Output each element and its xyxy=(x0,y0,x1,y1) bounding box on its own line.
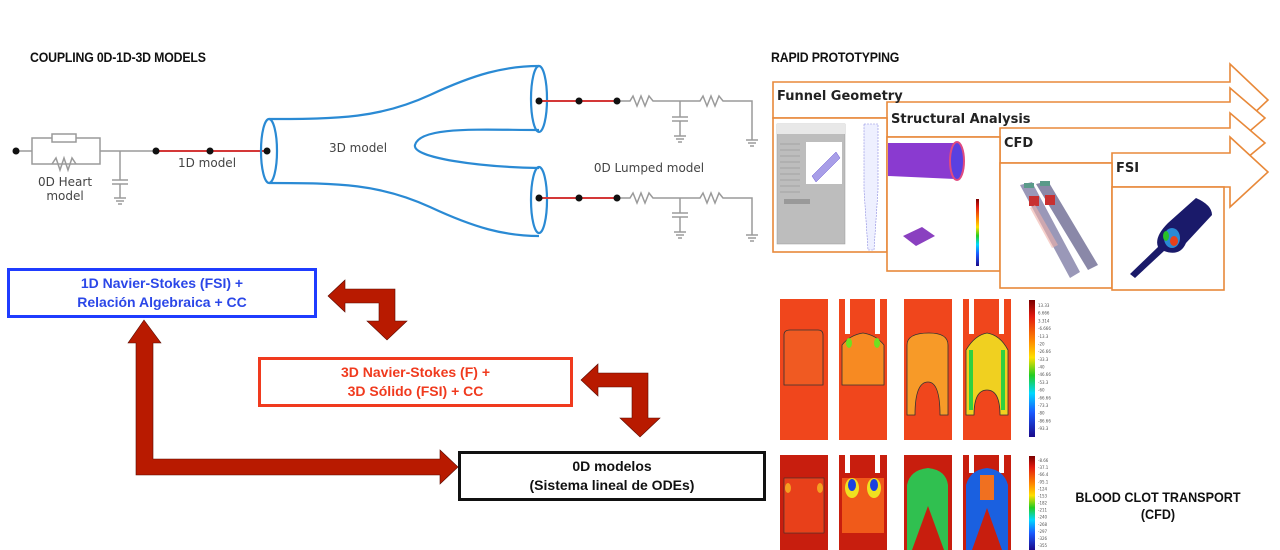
heart-circuit xyxy=(16,133,156,205)
colorbar-tick-label: -73.3 xyxy=(1038,403,1049,408)
clot-title-line2: (CFD) xyxy=(1140,506,1176,522)
funnel-geometry-panel xyxy=(772,117,888,253)
colorbar-tick-label: -93.3 xyxy=(1038,426,1049,431)
colorbar-tick-label: -26.66 xyxy=(1038,349,1051,354)
clot-cfd-row-top xyxy=(780,299,1011,440)
heart-label-2: model xyxy=(46,189,83,203)
colorbar-tick-label: -20 xyxy=(1038,341,1045,346)
colorbar-tick-label: -182 xyxy=(1038,501,1048,506)
colorbar-tick-label: -8.66 xyxy=(1038,458,1049,463)
colorbar-tick-label: -37.1 xyxy=(1038,465,1049,470)
colorbar-tick-label: 6.666 xyxy=(1038,311,1050,316)
box-3d-line1: 3D Navier-Stokes (F) + xyxy=(341,364,490,380)
box-3d-navier-stokes: 3D Navier-Stokes (F) + 3D Sólido (FSI) +… xyxy=(258,357,573,407)
colorbar-tick-label: -66.66 xyxy=(1038,395,1051,400)
colorbar-tick-label: -46.66 xyxy=(1038,372,1051,377)
colorbar-tick-label: -80 xyxy=(1038,411,1045,416)
coupling-arrows xyxy=(127,279,661,485)
colorbar-tick-label: -240 xyxy=(1038,515,1048,520)
clot-title-line1: BLOOD CLOT TRANSPORT xyxy=(1075,489,1241,505)
fsi-panel xyxy=(1111,186,1225,291)
coupling-title: COUPLING 0D-1D-3D MODELS xyxy=(30,49,206,65)
box-0d-models: 0D modelos (Sistema lineal de ODEs) xyxy=(458,451,766,501)
node-dot xyxy=(263,147,271,155)
stage-label-cfd: CFD xyxy=(1004,136,1033,151)
box-3d-line2: 3D Sólido (FSI) + CC xyxy=(347,383,484,399)
structural-analysis-panel xyxy=(886,136,1001,272)
colorbar-tick-label: -95.1 xyxy=(1038,479,1049,484)
colorbar-tick-label: -355 xyxy=(1038,543,1048,548)
clot-cfd-row-bottom xyxy=(780,455,1011,550)
node-dot xyxy=(152,147,160,155)
colorbar-tick-label: -86.66 xyxy=(1038,418,1051,423)
colorbar-tick-label: -124 xyxy=(1038,486,1048,491)
box-0d-line2: (Sistema lineal de ODEs) xyxy=(529,477,695,493)
elbow-arrow-3d-0d xyxy=(580,363,661,438)
colorbar-bottom: -8.66 -37.1 -66.4 -95.1 -124 -153 -182 -211 -240… xyxy=(1029,456,1049,550)
colorbar-tick-label: 13.33 xyxy=(1038,303,1050,308)
stage-label-funnel: Funnel Geometry xyxy=(777,89,903,104)
colorbar-tick-label: -53.3 xyxy=(1038,380,1049,385)
node-dot xyxy=(12,147,20,155)
colorbar-tick-label: -297 xyxy=(1038,529,1048,534)
colorbar-tick-label: -66.4 xyxy=(1038,472,1049,477)
bifurcation-3d-model xyxy=(259,64,549,238)
box-0d-line1: 0D modelos xyxy=(572,458,652,474)
lumped-circuit-bottom xyxy=(535,190,758,242)
colorbar-tick-label: -33.3 xyxy=(1038,357,1049,362)
colorbar-tick-label: -211 xyxy=(1038,508,1048,513)
colorbar-tick-label: -13.3 xyxy=(1038,334,1049,339)
stage-label-fsi: FSI xyxy=(1116,161,1139,176)
box-1d-navier-stokes: 1D Navier-Stokes (FSI) + Relación Algebr… xyxy=(7,268,317,318)
colorbar-tick-label: -6.666 xyxy=(1038,326,1051,331)
colorbar-tick-label: 3.314 xyxy=(1038,318,1050,323)
heart-label-1: 0D Heart xyxy=(38,175,92,189)
blood-clot-transport-title: BLOOD CLOT TRANSPORT (CFD) xyxy=(1068,489,1248,523)
cfd-panel xyxy=(999,162,1113,289)
colorbar-top: 13.33 6.666 3.314 -6.666 -13.3 -20 -26.66 -33.3… xyxy=(1029,300,1051,437)
stage-label-structural: Structural Analysis xyxy=(891,112,1031,127)
colorbar-tick-label: -326 xyxy=(1038,536,1048,541)
box-1d-line1: 1D Navier-Stokes (FSI) + xyxy=(80,275,244,291)
pipeline-arrows xyxy=(772,62,1270,209)
threed-label: 3D model xyxy=(329,141,387,155)
colorbar-tick-label: -40 xyxy=(1038,365,1045,370)
lumped-label: 0D Lumped model xyxy=(594,161,704,175)
colorbar-tick-label: -153 xyxy=(1038,493,1048,498)
colorbar-tick-label: -60 xyxy=(1038,388,1045,393)
rapid-prototyping-title: RAPID PROTOTYPING xyxy=(771,49,900,65)
node-dot xyxy=(206,147,214,155)
oned-label: 1D model xyxy=(178,156,236,170)
box-1d-line2: Relación Algebraica + CC xyxy=(77,294,247,310)
elbow-arrow-1d-3d xyxy=(327,279,408,341)
colorbar-tick-label: -268 xyxy=(1038,522,1048,527)
lumped-circuit-top xyxy=(535,93,758,147)
